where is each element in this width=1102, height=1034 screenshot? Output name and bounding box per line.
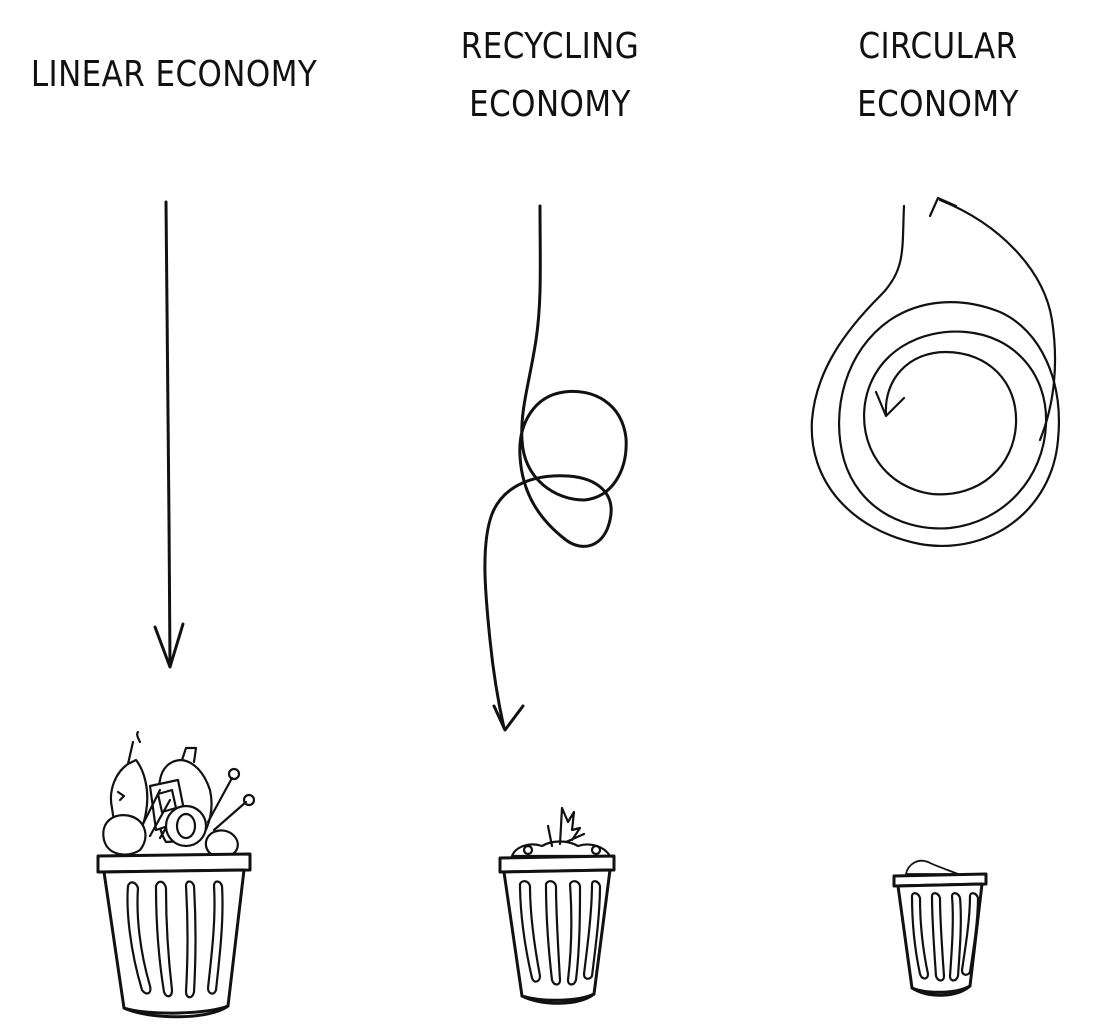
linear-economy-title: LINEAR ECONOMY bbox=[24, 46, 323, 104]
half-trash-bin-icon bbox=[498, 806, 616, 1005]
full-trash-bin-icon bbox=[96, 730, 256, 1019]
recycling-economy-title-line-1: RECYCLING bbox=[460, 26, 640, 67]
spiral-arrow-icon bbox=[810, 196, 1060, 547]
trash-items bbox=[510, 806, 612, 858]
linear-economy-title-line-1: LINEAR ECONOMY bbox=[30, 54, 318, 95]
trash-items bbox=[102, 730, 256, 858]
straight-arrow-icon bbox=[153, 200, 185, 669]
circular-economy-title-line-1: CIRCULAR bbox=[858, 26, 1018, 67]
circular-economy-title: CIRCULAR ECONOMY bbox=[788, 18, 1087, 134]
trash-items bbox=[905, 859, 959, 875]
recycling-economy-title-line-2: ECONOMY bbox=[469, 84, 631, 125]
empty-trash-bin-icon bbox=[892, 859, 988, 997]
circular-economy-title-line-2: ECONOMY bbox=[857, 84, 1019, 125]
recycling-economy-title: RECYCLING ECONOMY bbox=[400, 18, 699, 134]
looped-arrow-icon bbox=[483, 204, 628, 732]
